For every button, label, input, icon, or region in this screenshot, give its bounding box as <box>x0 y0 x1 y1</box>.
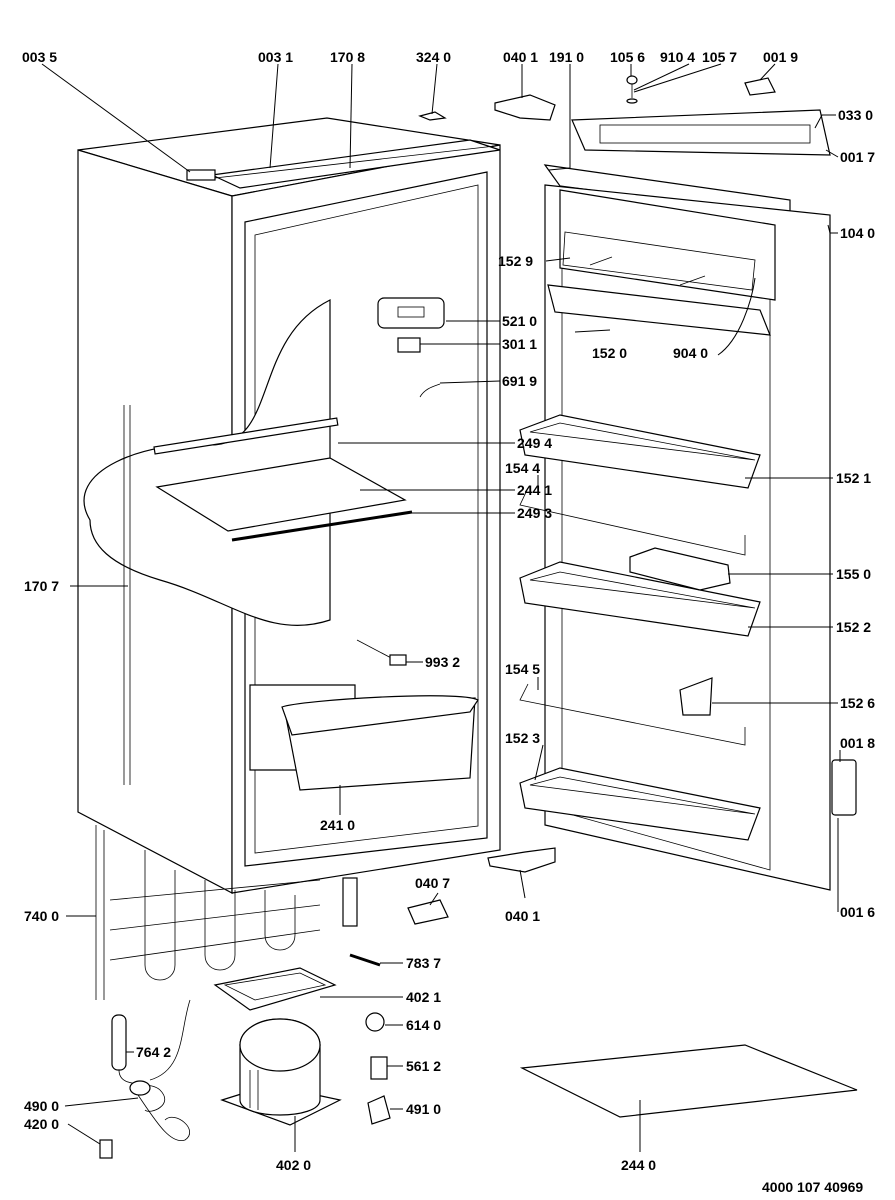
relay-6140 <box>365 1012 385 1032</box>
label-3011: 301 1 <box>502 336 537 352</box>
power-cord <box>99 999 191 1159</box>
label-2410: 241 0 <box>320 817 355 833</box>
label-1523: 152 3 <box>505 730 540 746</box>
label-6919: 691 9 <box>502 373 537 389</box>
label-1056: 105 6 <box>610 49 645 65</box>
label-4020: 402 0 <box>276 1157 311 1173</box>
label-0401-bottom: 040 1 <box>505 908 540 924</box>
label-0019: 001 9 <box>763 49 798 65</box>
label-1550: 155 0 <box>836 566 871 582</box>
label-3240: 324 0 <box>416 49 451 65</box>
bracket-0407 <box>407 899 449 925</box>
part-labels: 003 5 003 1 170 8 324 0 040 1 191 0 105 … <box>22 49 875 1195</box>
label-7400: 740 0 <box>24 908 59 924</box>
top-hinge-hardware <box>418 75 831 156</box>
label-4900: 490 0 <box>24 1098 59 1114</box>
label-0018: 001 8 <box>840 735 875 751</box>
label-0016: 001 6 <box>840 904 875 920</box>
label-5612: 561 2 <box>406 1058 441 1074</box>
label-1522: 152 2 <box>836 619 871 635</box>
label-1544: 154 4 <box>505 460 540 476</box>
protector-5612 <box>370 1056 388 1080</box>
label-9040: 904 0 <box>673 345 708 361</box>
label-2493: 249 3 <box>517 505 552 521</box>
label-2440: 244 0 <box>621 1157 656 1173</box>
drain-tube-7837 <box>349 953 381 967</box>
label-7837: 783 7 <box>406 955 441 971</box>
cover-4910 <box>367 1095 391 1125</box>
label-0401-top: 040 1 <box>503 49 538 65</box>
label-1057: 105 7 <box>702 49 737 65</box>
fridge-door <box>519 164 857 891</box>
label-1520: 152 0 <box>592 345 627 361</box>
label-0035: 003 5 <box>22 49 57 65</box>
condenser-coil <box>95 825 358 1000</box>
label-0407: 040 7 <box>415 875 450 891</box>
compressor <box>220 1018 342 1126</box>
label-6140: 614 0 <box>406 1017 441 1033</box>
label-9104: 910 4 <box>660 49 695 65</box>
leader-lines <box>41 63 841 1152</box>
label-0031: 003 1 <box>258 49 293 65</box>
label-1040: 104 0 <box>840 225 875 241</box>
label-7642: 764 2 <box>136 1044 171 1060</box>
label-4910: 491 0 <box>406 1101 441 1117</box>
label-4200: 420 0 <box>24 1116 59 1132</box>
label-0017: 001 7 <box>840 149 875 165</box>
label-1529: 152 9 <box>498 253 533 269</box>
label-1521: 152 1 <box>836 470 871 486</box>
document-number: 4000 107 40969 <box>762 1179 863 1195</box>
fridge-cabinet <box>77 117 501 894</box>
label-2441: 244 1 <box>517 482 552 498</box>
label-1910: 191 0 <box>549 49 584 65</box>
label-5210: 521 0 <box>502 313 537 329</box>
label-9932: 993 2 <box>425 654 460 670</box>
label-1545: 154 5 <box>505 661 540 677</box>
label-2494: 249 4 <box>517 435 552 451</box>
label-4021: 402 1 <box>406 989 441 1005</box>
label-1707: 170 7 <box>24 578 59 594</box>
compressor-mount-4021 <box>213 967 337 1011</box>
label-0330: 033 0 <box>838 107 873 123</box>
lower-hinge <box>487 847 556 873</box>
label-1708: 170 8 <box>330 49 365 65</box>
label-1526: 152 6 <box>840 695 875 711</box>
glass-plate-2440 <box>519 1044 858 1118</box>
